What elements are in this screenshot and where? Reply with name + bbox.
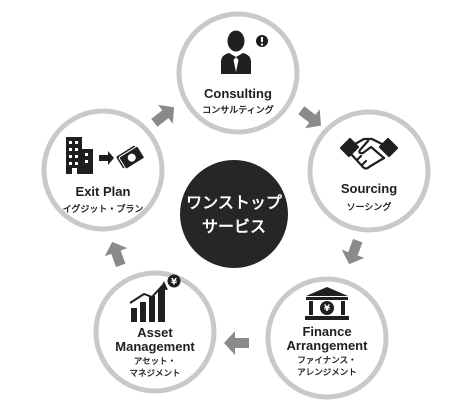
- node-consulting: Consulting コンサルティング: [176, 11, 300, 135]
- arrow-exit-to-consulting: [151, 104, 175, 127]
- node-title: Consulting: [204, 86, 272, 101]
- arrow-sourcing-to-finance: [341, 238, 365, 265]
- node-title: Sourcing: [341, 181, 397, 196]
- arrow-finance-to-asset: [224, 331, 249, 355]
- node-title-line1: Finance: [302, 324, 351, 339]
- node-subtitle-line1: アセット・: [134, 357, 176, 367]
- bank-yen-icon: ¥: [305, 287, 349, 320]
- businessman-alert-icon: [221, 30, 268, 74]
- node-title-line2: Arrangement: [287, 338, 369, 353]
- node-ring: [93, 270, 217, 394]
- growth-chart-yen-icon: ¥: [129, 274, 181, 322]
- node-title-line2: Management: [115, 339, 195, 354]
- center-title-line1: ワンストップ: [186, 193, 283, 212]
- arrow-consulting-to-sourcing: [298, 106, 322, 129]
- node-subtitle-line2: アレンジメント: [297, 368, 357, 378]
- node-subtitle-line2: マネジメント: [129, 368, 180, 379]
- handshake-icon: [339, 137, 399, 170]
- center-circle: [180, 160, 288, 268]
- node-subtitle: イグジット・プラン: [63, 203, 144, 215]
- node-title: Exit Plan: [76, 184, 131, 199]
- center-hub: ワンストップ サービス: [180, 160, 288, 268]
- building-to-money-icon: [66, 137, 145, 174]
- node-ring: [307, 109, 431, 233]
- node-subtitle-line1: ファイナンス・: [297, 356, 356, 366]
- node-subtitle: ソーシング: [347, 201, 392, 213]
- node-subtitle: コンサルティング: [202, 104, 273, 116]
- svg-text:¥: ¥: [171, 278, 177, 288]
- node-finance-arrangement: ¥ Finance Arrangement ファイナンス・ アレンジメント: [265, 276, 389, 400]
- node-asset-management: ¥ Asset Management アセット・ マネジメント: [93, 270, 217, 394]
- node-exit-plan: Exit Plan イグジット・プラン: [41, 108, 165, 232]
- node-ring: [265, 276, 389, 400]
- node-sourcing: Sourcing ソーシング: [307, 109, 431, 233]
- flow-arrows: [104, 104, 365, 355]
- node-title-line1: Asset: [137, 325, 173, 340]
- arrow-asset-to-exit: [104, 241, 128, 268]
- svg-text:¥: ¥: [324, 304, 331, 314]
- center-title-line2: サービス: [202, 217, 266, 236]
